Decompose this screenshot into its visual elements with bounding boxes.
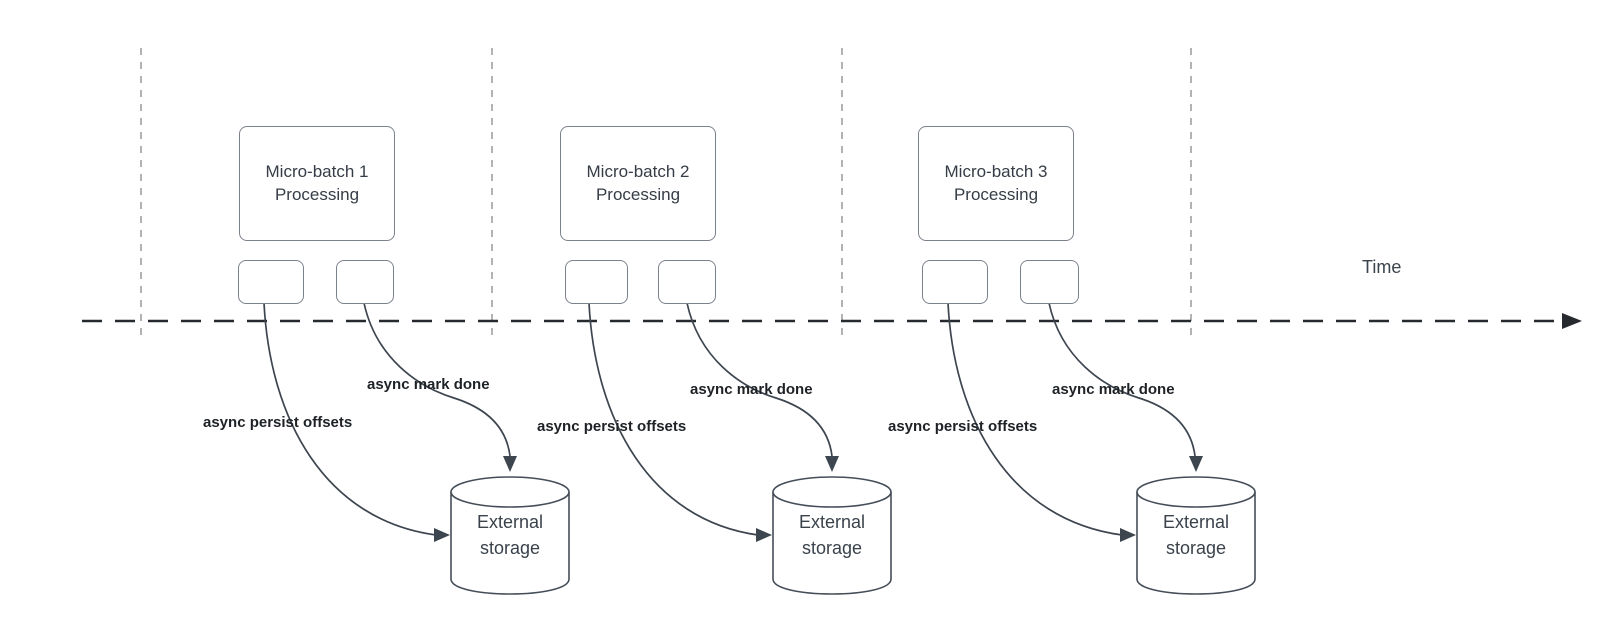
micro-batch-2-box: Micro-batch 2 Processing [560, 126, 716, 241]
done-arrow-1 [363, 302, 511, 457]
micro-batch-3-box: Micro-batch 3 Processing [918, 126, 1074, 241]
persist-offsets-box-1 [238, 260, 304, 304]
done-arrowhead-1 [503, 456, 517, 472]
done-arrow-2 [686, 302, 833, 457]
done-arrowhead-3 [1189, 456, 1203, 472]
persist-arrow-3 [947, 302, 1123, 536]
storage-cylinder-3 [1136, 476, 1256, 595]
async-persist-offsets-label-2: async persist offsets [537, 418, 687, 435]
async-mark-done-label-2: async mark done [690, 381, 813, 398]
persist-arrowhead-2 [756, 528, 772, 542]
time-axis-label: Time [1362, 257, 1402, 277]
async-mark-done-label-3: async mark done [1052, 381, 1175, 398]
external-storage-label-2: External storage [798, 512, 866, 559]
mark-done-box-3 [1020, 260, 1079, 304]
persist-offsets-box-3 [922, 260, 988, 304]
mark-done-box-1 [336, 260, 394, 304]
storage-cylinder-1 [450, 476, 570, 595]
persist-offsets-box-2 [565, 260, 628, 304]
persist-arrowhead-3 [1120, 528, 1136, 542]
external-storage-label-1: External storage [476, 512, 544, 559]
persist-arrow-2 [588, 302, 759, 536]
async-persist-offsets-label-1: async persist offsets [203, 414, 353, 431]
persist-arrowhead-1 [434, 528, 450, 542]
async-persist-offsets-label-3: async persist offsets [888, 418, 1038, 435]
async-mark-done-label-1: async mark done [367, 376, 490, 393]
timeline-arrowhead [1562, 313, 1582, 329]
done-arrowhead-2 [825, 456, 839, 472]
mark-done-box-2 [658, 260, 716, 304]
micro-batch-1-box: Micro-batch 1 Processing [239, 126, 395, 241]
persist-arrow-1 [263, 302, 437, 536]
done-arrow-3 [1048, 302, 1196, 457]
external-storage-label-3: External storage [1162, 512, 1230, 559]
storage-cylinder-2 [772, 476, 892, 595]
